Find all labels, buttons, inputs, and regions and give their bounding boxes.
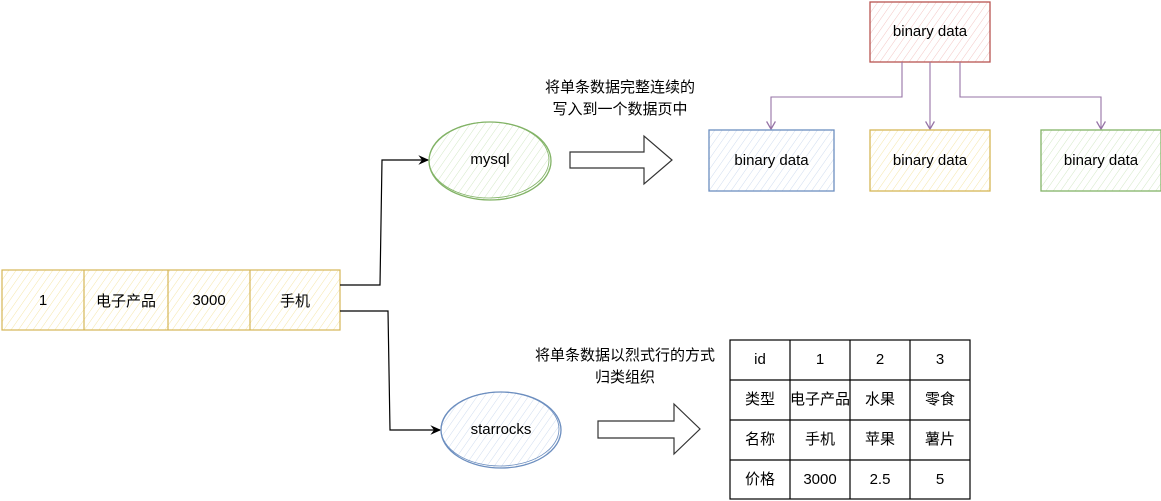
- table-cell-r3-c3: 5: [935, 470, 945, 488]
- binary-block-blue: [708, 129, 835, 192]
- table-cell-r3-c1: 3000: [803, 470, 837, 488]
- starrocks-ellipse: [440, 391, 562, 469]
- binary-label-yellow: binary data: [892, 151, 968, 169]
- connector-to-mysql: [340, 155, 430, 286]
- table-cell-r0-c2: 2: [875, 351, 885, 368]
- table-cell-r3-c2: 2.5: [869, 470, 891, 488]
- starrocks-caption-line-2: 归类组织: [594, 369, 655, 386]
- mysql-caption-line-1: 将单条数据完整连续的: [544, 79, 695, 96]
- table-cell-r2-c0: 名称: [744, 431, 775, 448]
- record-cell-price: 3000: [192, 291, 226, 309]
- table-cell-r1-c1: 电子产品: [790, 391, 851, 408]
- table-cell-r0-c0: id: [754, 351, 766, 368]
- mysql-big-arrow: [569, 134, 673, 186]
- binary-block-yellow: [869, 129, 991, 192]
- record-row: [1, 269, 341, 331]
- record-cell-id: 1: [38, 291, 48, 309]
- table-cell-r3-c0: 价格: [744, 470, 775, 488]
- connector-to-starrocks: [340, 310, 442, 435]
- table-cell-r2-c1: 手机: [804, 431, 835, 448]
- starrocks-caption-line-1: 将单条数据以烈式行的方式: [534, 347, 715, 364]
- table-cell-r1-c2: 水果: [864, 391, 895, 408]
- table-cell-r1-c0: 类型: [744, 391, 775, 408]
- binary-label-green: binary data: [1063, 151, 1139, 169]
- binary-label-blue: binary data: [734, 151, 809, 169]
- starrocks-caption: 将单条数据以烈式行的方式 归类组织: [510, 345, 740, 389]
- mysql-label: mysql: [470, 151, 510, 169]
- mysql-ellipse: [428, 121, 552, 201]
- table-cell-r1-c3: 零食: [924, 391, 955, 408]
- record-cell-name: 手机: [279, 292, 310, 310]
- table-cell-r0-c3: 3: [935, 351, 945, 368]
- table-cell-r2-c3: 薯片: [924, 431, 955, 448]
- starrocks-label: starrocks: [470, 421, 532, 439]
- mysql-caption-line-2: 写入到一个数据页中: [552, 101, 688, 118]
- mysql-caption: 将单条数据完整连续的 写入到一个数据页中: [520, 77, 720, 121]
- record-cell-type: 电子产品: [95, 292, 156, 310]
- table-cell-r2-c2: 苹果: [864, 431, 895, 448]
- columnar-table-grid: [729, 339, 971, 500]
- fanout-connector-blue: [766, 62, 903, 131]
- table-cell-r0-c1: 1: [815, 351, 825, 368]
- binary-block-green: [1040, 129, 1161, 192]
- source-binary-label: binary data: [892, 23, 968, 41]
- fanout-connector-green: [959, 62, 1106, 131]
- starrocks-big-arrow: [597, 402, 701, 456]
